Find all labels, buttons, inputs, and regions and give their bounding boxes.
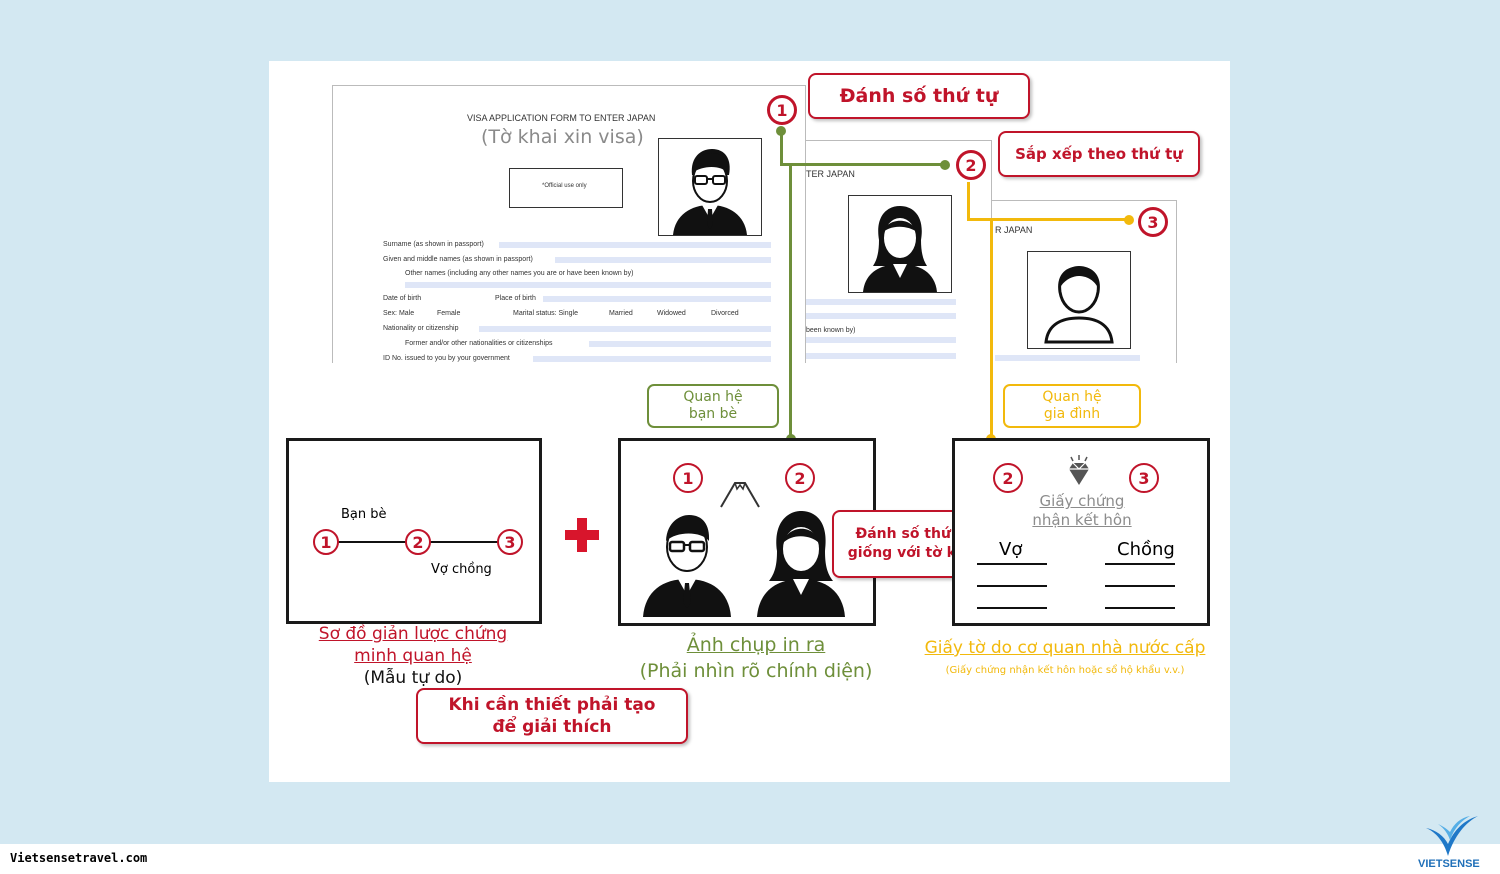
caption-documents: Giấy tờ do cơ quan nhà nước cấp (Giấy ch… [924, 638, 1206, 676]
diamond-ring-icon [1069, 455, 1089, 485]
callout-numbering: Đánh số thứ tự [808, 73, 1030, 119]
man-photo-icon [643, 515, 731, 617]
number-3-badge: 3 [1138, 207, 1168, 237]
footer-brand: VIETSENSE [1418, 858, 1480, 870]
wife-label: Vợ [999, 539, 1023, 560]
cert-number-3: 3 [1129, 463, 1159, 493]
number-1-badge: 1 [767, 95, 797, 125]
form-header: VISA APPLICATION FORM TO ENTER JAPAN [467, 113, 656, 123]
form-subtitle: (Tờ khai xin visa) [481, 126, 644, 148]
vietsense-logo-icon [1426, 816, 1478, 856]
form2-photo [848, 195, 952, 293]
plus-icon [565, 518, 599, 552]
man-avatar-icon [673, 149, 747, 235]
yellow-connector [967, 182, 970, 220]
woman-photo-icon [757, 511, 845, 617]
number-2-badge: 2 [956, 150, 986, 180]
footer-site-text: Vietsensetravel.com [10, 851, 148, 865]
husband-label: Chồng [1117, 539, 1175, 560]
woman-avatar-icon [863, 206, 937, 292]
relationship-diagram-card: Bạn bè 1 2 3 Vợ chồng [286, 438, 542, 624]
visa-form-1: VISA APPLICATION FORM TO ENTER JAPAN (Tờ… [332, 85, 806, 363]
diagram-node-3: 3 [497, 529, 523, 555]
diagram-node-2: 2 [405, 529, 431, 555]
form3-photo [1027, 251, 1131, 349]
caption-photo: Ảnh chụp in ra (Phải nhìn rõ chính diện) [639, 634, 873, 682]
official-use-box: *Official use only [509, 168, 623, 208]
form1-photo [658, 138, 762, 236]
diagram-node-1: 1 [313, 529, 339, 555]
person-outline-icon [1044, 266, 1114, 344]
cert-number-2: 2 [993, 463, 1023, 493]
photo-number-1: 1 [673, 463, 703, 493]
form3-header: R JAPAN [995, 225, 1033, 235]
caption-diagram: Sơ đồ giản lược chứng minh quan hệ (Mẫu … [318, 624, 508, 688]
form2-text: been known by) [806, 327, 856, 334]
mount-fuji-icon [720, 482, 760, 508]
spouse-label: Vợ chồng [431, 562, 492, 577]
green-connector [780, 130, 783, 166]
photo-number-2: 2 [785, 463, 815, 493]
form2-header: TER JAPAN [806, 169, 855, 179]
footer-bar [0, 844, 1500, 874]
friends-label: Bạn bè [341, 507, 387, 522]
visa-form-2: TER JAPAN been known by) [805, 140, 992, 363]
callout-ordering: Sắp xếp theo thứ tự [998, 131, 1200, 177]
